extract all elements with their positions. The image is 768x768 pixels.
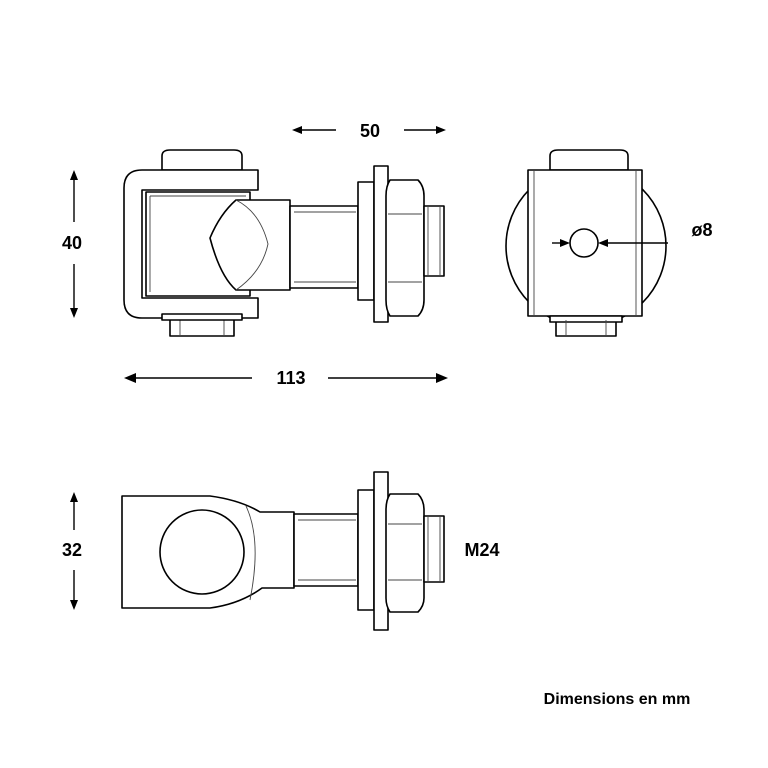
dim-label-32: 32: [62, 540, 82, 560]
front-washer: [357, 181, 375, 301]
dimension-32: [70, 492, 78, 610]
dim-label-113: 113: [276, 368, 305, 388]
top-view: [121, 471, 445, 631]
front-eye-cone: [209, 199, 291, 291]
top-threaded-shank: [293, 513, 359, 587]
top-hex-nut: [385, 493, 425, 613]
front-u-bracket: [123, 169, 259, 319]
dimension-113: [124, 373, 448, 383]
units-note: Dimensions en mm: [544, 691, 691, 708]
dim-label-diameter: ø8: [691, 220, 712, 240]
front-threaded-shank: [289, 205, 359, 289]
dimension-40: [70, 170, 78, 318]
side-view: [505, 149, 668, 337]
side-top-cap: [549, 149, 629, 171]
dim-label-40: 40: [62, 233, 82, 253]
front-view: [123, 149, 445, 337]
side-hole: [569, 228, 599, 258]
front-thread-end: [423, 205, 445, 277]
dim-label-50: 50: [360, 121, 380, 141]
top-thread-end: [423, 515, 445, 583]
front-hex-nut: [385, 179, 425, 317]
dim-label-thread: M24: [464, 540, 499, 560]
top-washer: [357, 489, 375, 611]
front-top-cap: [161, 149, 243, 171]
dimension-50: [292, 126, 446, 134]
top-eye-hole: [159, 509, 245, 595]
